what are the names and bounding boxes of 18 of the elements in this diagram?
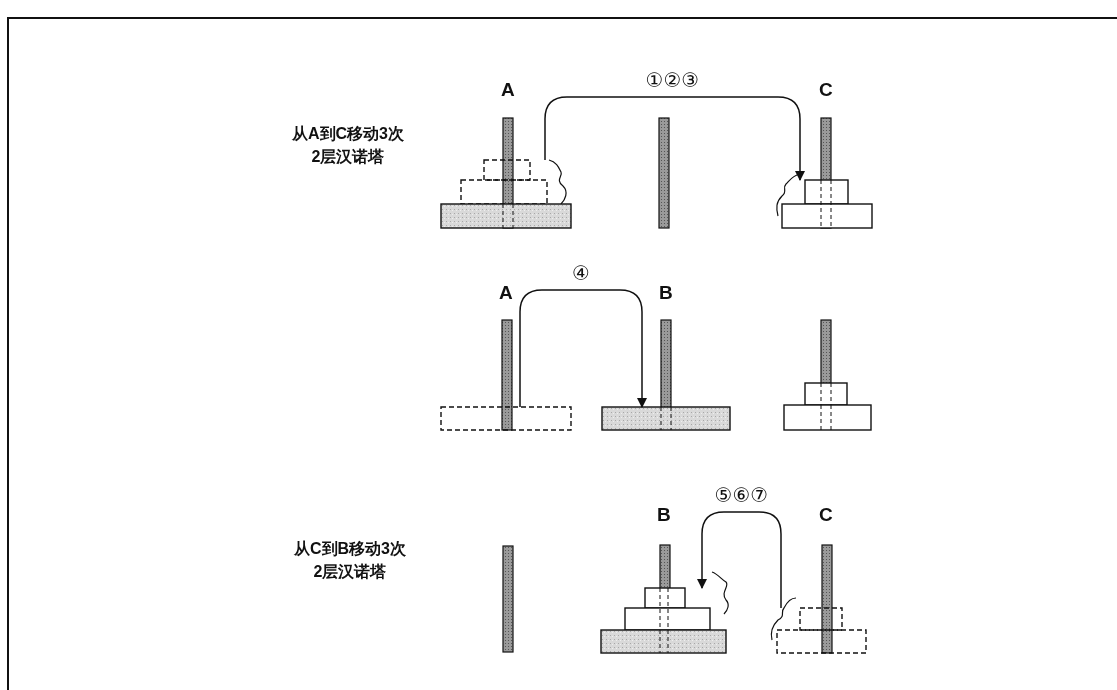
disc-stack (625, 588, 710, 630)
arrow (519, 289, 648, 409)
row-caption: 2层汉诺塔 (311, 148, 385, 166)
row-caption: 从A到C移动3次 (292, 125, 404, 143)
peg-letter: A (501, 80, 515, 101)
disc-stack (461, 160, 547, 204)
arrow (696, 511, 782, 609)
disc-stack (782, 180, 872, 228)
peg-letter: B (659, 283, 673, 304)
peg-letter: C (819, 505, 833, 526)
step-number-label: ④ (570, 263, 592, 283)
peg-letter: C (819, 80, 833, 101)
row-caption: 2层汉诺塔 (313, 563, 387, 581)
row-caption: 从C到B移动3次 (294, 540, 406, 558)
peg-letter: B (657, 505, 671, 526)
arrow (544, 96, 806, 182)
peg-letter: A (499, 283, 513, 304)
disc-stack (777, 608, 866, 653)
